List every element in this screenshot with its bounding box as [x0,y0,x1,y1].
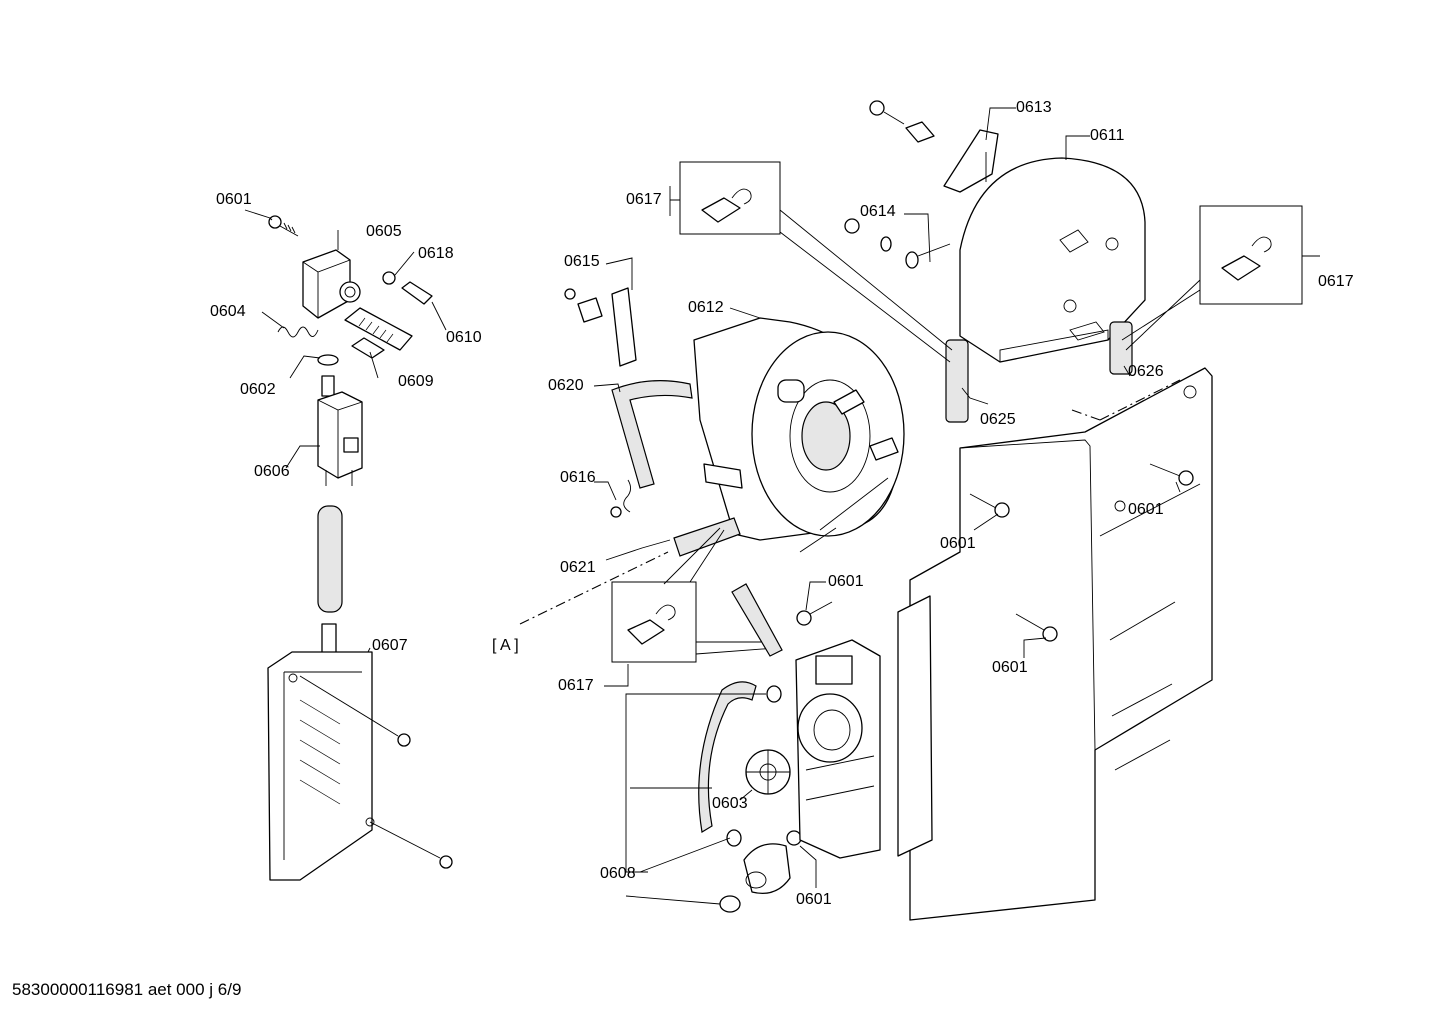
hose-set-0608 [698,681,791,913]
callout-0609: 0609 [398,373,434,390]
callout-0604: 0604 [210,303,246,320]
screw-0601-frame-lower [1015,613,1058,642]
document-code: 58300000116981 aet 000 j 6/9 [12,980,242,999]
clip-0609 [351,337,385,359]
callout-0602: 0602 [240,381,276,398]
callout-0612: 0612 [688,299,724,316]
detail-box-0617-a [679,161,781,235]
solenoid-valve-0606 [317,375,363,486]
detail-indicator-line [519,551,669,625]
mounting-frame [897,367,1213,921]
callout-0610: 0610 [446,329,482,346]
callout-0601-pump-top: 0601 [828,573,864,590]
callout-0617-top-left: 0617 [626,191,662,208]
callout-0613: 0613 [1016,99,1052,116]
callout-0617-bottom: 0617 [558,677,594,694]
valve-body-0605 [302,249,413,351]
callout-0607: 0607 [372,637,408,654]
impeller-disk-0603 [745,749,791,795]
callout-0601-frame-right: 0601 [1128,501,1164,518]
detail-box-0617-c [611,581,697,663]
hose-fitting [703,463,743,489]
callout-0601: 0601 [216,191,252,208]
o-ring-0618 [382,271,396,285]
callout-0626: 0626 [1128,363,1164,380]
screw-0601-top-left [268,215,299,237]
hose-segment [317,505,343,613]
detail-marker-A: [ A ] [492,637,519,654]
callout-0614: 0614 [860,203,896,220]
spring-0604 [277,326,319,338]
screw-tank-upper [299,675,411,747]
water-tank-0607 [267,623,375,881]
sleeve-0626 [1109,321,1133,375]
bracket-0613 [869,100,999,193]
callout-0601-pump-bottom: 0601 [796,891,832,908]
screw-0601-frame-upper-right [1149,463,1194,486]
screw-washer-0614 [844,218,951,269]
pump-housing-0612 [693,317,905,541]
callout-0605: 0605 [366,223,402,240]
callout-0601-frame-lower: 0601 [992,659,1028,676]
screw-tank-lower [369,821,453,869]
hose-0617-lower [731,583,783,657]
callout-0608: 0608 [600,865,636,882]
callout-0620: 0620 [548,377,584,394]
callout-0618: 0618 [418,245,454,262]
callout-0616: 0616 [560,469,596,486]
hose-0620 [611,380,693,489]
callout-0601-frame-center: 0601 [940,535,976,552]
callout-0611: 0611 [1090,127,1125,144]
callout-0625: 0625 [980,411,1016,428]
pin-0610 [401,281,433,305]
screw-0601-frame-center [969,493,1010,518]
sleeve-0625 [945,339,969,423]
callout-0603: 0603 [712,795,748,812]
callout-0615: 0615 [564,253,600,270]
left-valve-assembly: 0601 0605 0618 0604 0610 0602 0609 0606 … [210,191,482,881]
connector-0615 [564,287,637,367]
callout-0621: 0621 [560,559,596,576]
clip-0616 [610,479,631,518]
screw-0601-pump-upper [796,601,833,626]
callout-0606: 0606 [254,463,290,480]
callout-0617-right: 0617 [1318,273,1354,290]
right-heater-pump-assembly: 0613 0611 0617 0614 0615 0612 0617 0626 … [492,99,1354,921]
heater-cover-0611 [959,157,1146,363]
detail-box-0617-b [1199,205,1303,305]
seal-0602 [317,354,339,366]
hose-0621 [673,517,741,557]
pump-module [795,639,881,859]
